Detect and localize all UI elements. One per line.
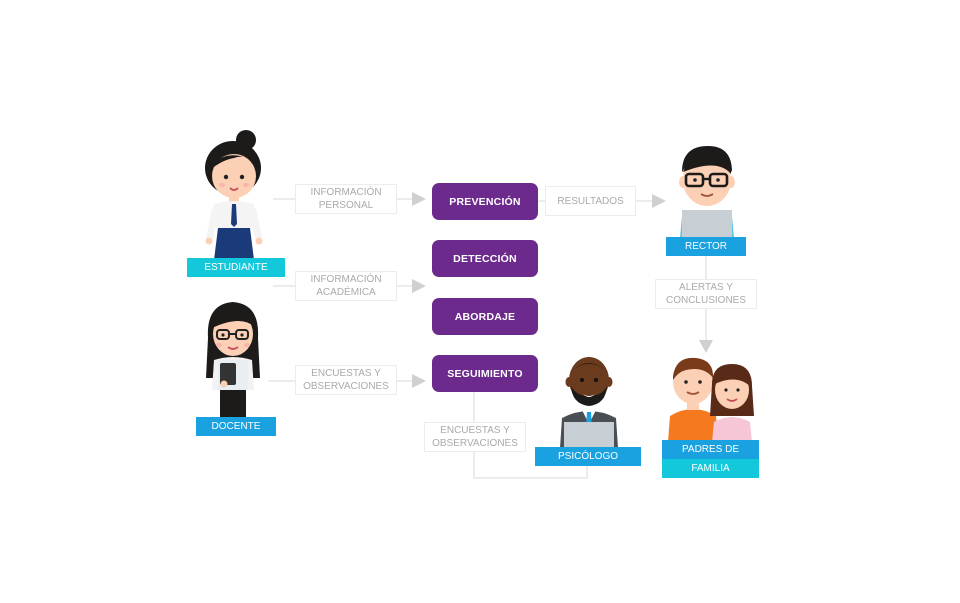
rector-avatar: [679, 146, 735, 238]
psicologo-tag: PSICÓLOGO: [535, 447, 641, 466]
arrow-to-padres: [699, 340, 713, 353]
estudiante-avatar: [205, 130, 263, 260]
arrow-to-prevencion: [412, 192, 426, 206]
padres-tag-line2: FAMILIA: [662, 459, 759, 478]
docente-tag: DOCENTE: [196, 417, 276, 436]
padres-avatar: [668, 357, 754, 442]
arrow-to-deteccion: [412, 279, 426, 293]
step-deteccion[interactable]: DETECCIÓN: [432, 240, 538, 277]
psicologo-avatar: [560, 357, 618, 448]
arrow-to-seguimiento: [412, 374, 426, 388]
resultados-label: RESULTADOS: [545, 186, 636, 216]
step-prevencion[interactable]: PREVENCIÓN: [432, 183, 538, 220]
arrow-to-rector: [652, 194, 666, 208]
step-abordaje[interactable]: ABORDAJE: [432, 298, 538, 335]
step-seguimiento[interactable]: SEGUIMIENTO: [432, 355, 538, 392]
estudiante-tag: ESTUDIANTE: [187, 258, 285, 277]
padres-tag-line1: PADRES DE: [662, 440, 759, 459]
docente-avatar: [206, 302, 260, 418]
rector-tag: RECTOR: [666, 237, 746, 256]
